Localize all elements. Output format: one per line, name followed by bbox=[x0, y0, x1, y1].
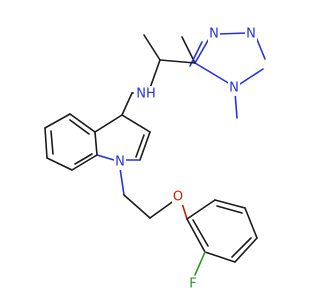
bond bbox=[119, 167, 125, 196]
bond bbox=[159, 59, 196, 64]
atom-ether-o: O bbox=[173, 190, 183, 205]
bond bbox=[204, 251, 236, 263]
atom-triazole-n4: N bbox=[229, 81, 239, 96]
bond bbox=[135, 134, 145, 158]
bond bbox=[44, 113, 71, 129]
bond bbox=[94, 131, 98, 156]
bond bbox=[194, 251, 206, 276]
bond bbox=[234, 91, 238, 119]
atom-fluorine: F bbox=[189, 277, 196, 292]
bond bbox=[231, 237, 252, 258]
bond-skeleton bbox=[44, 32, 266, 276]
bond bbox=[123, 194, 151, 219]
bond bbox=[69, 119, 90, 135]
bond bbox=[69, 113, 96, 133]
atom-nh: NH bbox=[136, 87, 156, 102]
bond bbox=[214, 199, 246, 209]
atom-triazole-n1: N bbox=[209, 27, 219, 42]
bond bbox=[149, 59, 161, 89]
bond bbox=[194, 36, 211, 64]
bond bbox=[255, 36, 266, 60]
atom-indole-n: N bbox=[115, 155, 125, 170]
bond bbox=[149, 199, 176, 219]
molecule-structure: NH N N N N O F bbox=[44, 26, 266, 292]
bond bbox=[217, 32, 248, 35]
bond bbox=[244, 207, 258, 239]
bond bbox=[50, 130, 54, 155]
bond bbox=[234, 237, 258, 263]
atom-triazole-n2: N bbox=[246, 27, 256, 42]
bond bbox=[121, 114, 151, 133]
bond bbox=[121, 92, 133, 116]
bond bbox=[143, 34, 161, 61]
bond bbox=[186, 199, 216, 220]
bond bbox=[94, 114, 123, 133]
bond bbox=[186, 218, 206, 253]
bond bbox=[216, 205, 243, 214]
bond bbox=[139, 131, 151, 161]
bond bbox=[44, 127, 48, 159]
atom-labels: NH N N N N O F bbox=[114, 26, 257, 292]
bond bbox=[74, 153, 93, 165]
bond bbox=[46, 157, 73, 171]
bond bbox=[239, 68, 264, 85]
bond bbox=[192, 219, 209, 247]
bond bbox=[96, 154, 115, 161]
bond bbox=[194, 62, 231, 85]
bond bbox=[71, 154, 98, 171]
